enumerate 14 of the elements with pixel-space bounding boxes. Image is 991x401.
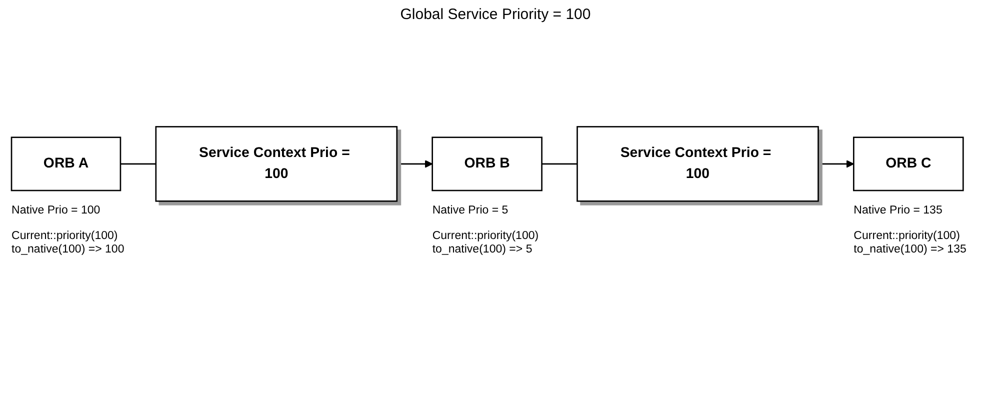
node-note: Native Prio = 135: [854, 202, 944, 216]
process-box: ORB B: [432, 136, 542, 192]
node-note: Current::priority(100) to_native(100) => 5: [432, 228, 540, 256]
context-box: Service Context Prio = 100: [576, 126, 819, 202]
node-note: Native Prio = 5: [432, 202, 510, 216]
node-note: Current::priority(100) to_native(100) => 135: [854, 228, 968, 256]
context-box: Service Context Prio = 100: [155, 126, 398, 202]
process-box: ORB A: [10, 136, 122, 192]
connector-arrow: [396, 160, 433, 168]
node-note: Native Prio = 100: [12, 202, 102, 216]
diagram-title: Global Service Priority = 100: [399, 6, 592, 23]
node-note: Current::priority(100) to_native(100) => 100: [12, 228, 126, 256]
connector-arrow: [818, 160, 854, 168]
process-box: ORB C: [853, 136, 964, 192]
